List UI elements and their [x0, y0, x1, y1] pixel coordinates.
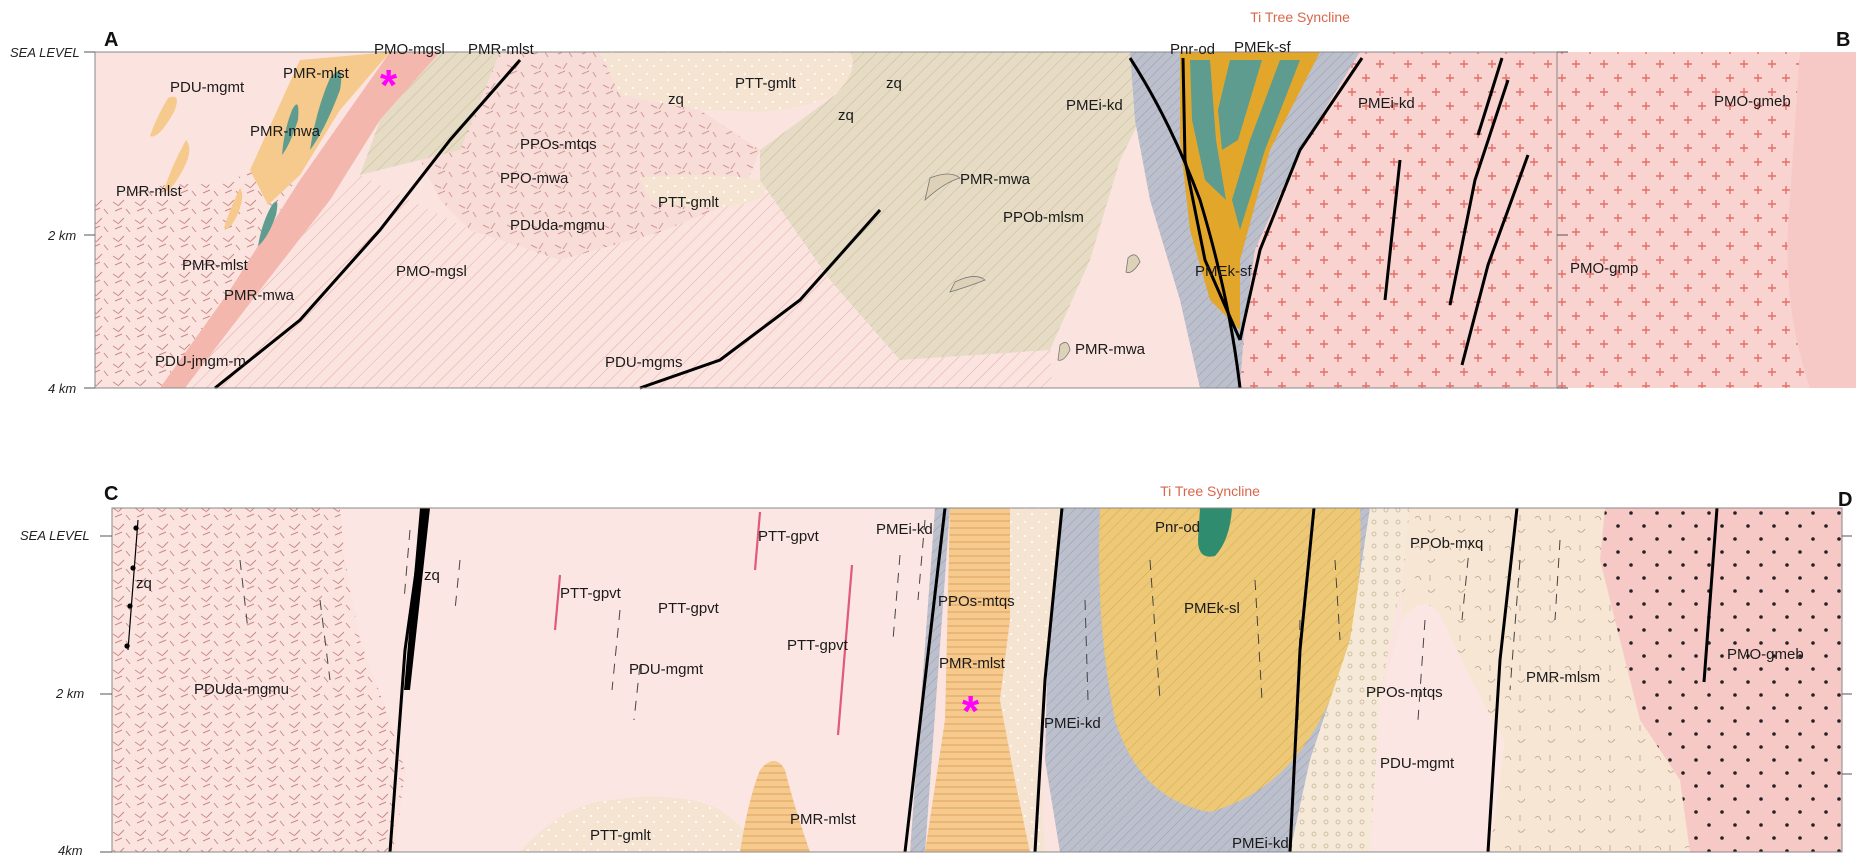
section-cd: C D Ti Tree Syncline SEA LEVEL 2 km 4km …: [20, 483, 1852, 858]
label-pduda-mgmu-cd: PDUda-mgmu: [194, 681, 289, 698]
syncline-title-cd: Ti Tree Syncline: [1160, 483, 1260, 499]
label-ppos-mtqs-right: PPOs-mtqs: [1366, 684, 1443, 701]
label-zq-3: zq: [886, 75, 902, 92]
label-pnr-od-cd: Pnr-od: [1155, 519, 1200, 536]
label-pduda-mgmu: PDUda-mgmu: [510, 217, 605, 234]
label-pmr-mlsm: PMR-mlsm: [1526, 669, 1600, 686]
label-pmr-mlst-left: PMR-mlst: [116, 183, 183, 200]
label-pmr-mwa-2: PMR-mwa: [224, 287, 295, 304]
label-pnr-od: Pnr-od: [1170, 41, 1215, 58]
label-pmo-mgsl-top: PMO-mgsl: [374, 41, 445, 58]
label-pmr-mwa-3: PMR-mwa: [960, 171, 1031, 188]
label-pmek-sf-low: PMEk-sf: [1195, 263, 1253, 280]
label-pmr-mlst-cd: PMR-mlst: [939, 655, 1006, 672]
label-pmei-kd-left: PMEi-kd: [1066, 97, 1123, 114]
label-zq-2: zq: [838, 107, 854, 124]
label-pmo-gmeb-ab: PMO-gmeb: [1714, 93, 1791, 110]
unit-pmo-gmeb-ab: [1788, 52, 1856, 388]
label-ptt-gpvt-2: PTT-gpvt: [560, 585, 622, 602]
endpoint-c: C: [104, 483, 118, 505]
label-pdu-mgmt-right: PDU-mgmt: [1380, 755, 1455, 772]
depth-label-cd-4km: 4km: [58, 843, 83, 858]
label-pmr-mlst-top: PMR-mlst: [283, 65, 350, 82]
label-ptt-gpvt-3: PTT-gpvt: [658, 600, 720, 617]
endpoint-d: D: [1838, 489, 1852, 511]
sea-level-label-cd: SEA LEVEL: [20, 528, 90, 543]
label-ptt-gpvt-4: PTT-gpvt: [787, 637, 849, 654]
depth-label-ab-4km: 4 km: [48, 381, 76, 396]
label-pdu-mgms: PDU-mgms: [605, 354, 683, 371]
sea-level-label-ab: SEA LEVEL: [10, 45, 80, 60]
label-ptt-gpvt-1: PTT-gpvt: [758, 528, 820, 545]
label-pmek-sf-top: PMEk-sf: [1234, 39, 1292, 56]
label-ppo-mwa: PPO-mwa: [500, 170, 569, 187]
label-ppob-mlsm: PPOb-mlsm: [1003, 209, 1084, 226]
label-pmr-mlst-mid: PMR-mlst: [182, 257, 249, 274]
label-zq-fault: zq: [424, 567, 440, 584]
depth-label-cd-2km: 2 km: [55, 686, 84, 701]
label-ppos-mtqs: PPOs-mtqs: [520, 136, 597, 153]
label-pmo-gmp: PMO-gmp: [1570, 260, 1638, 277]
label-zq-left: zq: [136, 575, 152, 592]
label-zq-1: zq: [668, 91, 684, 108]
label-pmei-kd-mid: PMEi-kd: [1044, 715, 1101, 732]
label-pdu-mgmt-cd: PDU-mgmt: [629, 661, 704, 678]
sample-marker-cd: *: [962, 687, 980, 736]
label-ptt-gmlt-top: PTT-gmlt: [735, 75, 797, 92]
endpoint-b: B: [1836, 29, 1850, 51]
label-pmei-kd-bottom: PMEi-kd: [1232, 835, 1289, 852]
label-pdu-jmgm: PDU-jmgm-m: [155, 353, 246, 370]
sample-marker-ab: *: [380, 61, 398, 110]
label-ptt-gmlt-mid: PTT-gmlt: [658, 194, 720, 211]
depth-label-ab-2km: 2 km: [47, 228, 76, 243]
label-pmr-mwa-4: PMR-mwa: [1075, 341, 1146, 358]
section-ab: A B Ti Tree Syncline SEA LEVEL 2 km 4 km…: [10, 9, 1856, 396]
label-pmr-mwa-1: PMR-mwa: [250, 123, 321, 140]
label-ptt-gmlt-cd: PTT-gmlt: [590, 827, 652, 844]
label-ppos-mtqs-cd: PPOs-mtqs: [938, 593, 1015, 610]
label-pmr-mlst-low: PMR-mlst: [790, 811, 857, 828]
label-pmek-sl: PMEk-sl: [1184, 600, 1240, 617]
label-pmo-gmeb-cd: PMO-gmeb: [1727, 646, 1804, 663]
label-pmei-kd-right: PMEi-kd: [1358, 95, 1415, 112]
label-ppob-mxq: PPOb-mxq: [1410, 535, 1483, 552]
label-pdu-mgmt: PDU-mgmt: [170, 79, 245, 96]
label-pmo-mgsl-low: PMO-mgsl: [396, 263, 467, 280]
label-pmei-kd-top: PMEi-kd: [876, 521, 933, 538]
endpoint-a: A: [104, 29, 118, 51]
syncline-title-ab: Ti Tree Syncline: [1250, 9, 1350, 25]
label-pmr-mlst-top2: PMR-mlst: [468, 41, 535, 58]
